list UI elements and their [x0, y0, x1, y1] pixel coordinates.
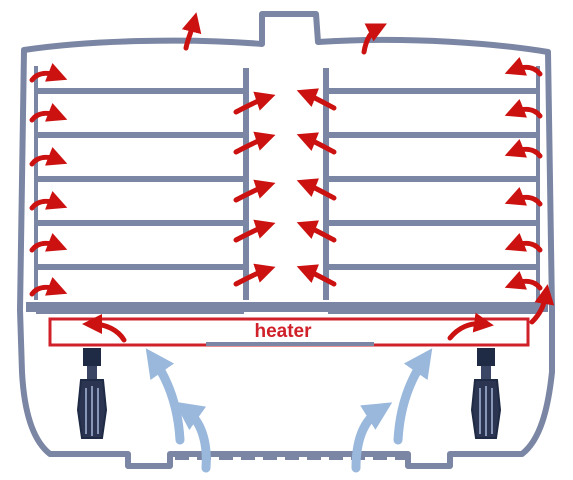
left-shelves [36, 88, 244, 314]
hot-air-arrow [233, 131, 276, 155]
fan-motor-icon [470, 348, 502, 439]
shelf-tray [328, 220, 538, 226]
hot-air-arrow [447, 312, 494, 341]
hot-air-arrow [296, 264, 337, 287]
intake-air-arrow [174, 401, 211, 473]
fan-motor-icon [76, 348, 108, 439]
shelf-tray [36, 132, 244, 138]
shelf-tray [36, 264, 244, 270]
hot-air-arrow [361, 23, 387, 55]
hot-air-arrow [233, 91, 276, 115]
hot-air-arrow [29, 277, 68, 297]
hot-air-arrow [529, 284, 555, 325]
hot-air-arrow [29, 147, 68, 167]
hot-air-arrows [29, 12, 555, 343]
intake-air-arrow [393, 348, 433, 445]
intake-air-arrow [351, 402, 393, 473]
shelf-tray [328, 88, 538, 94]
hot-air-arrow [504, 271, 543, 291]
right-shelves [328, 88, 538, 314]
shelf-tray [328, 132, 538, 138]
hot-air-arrow [296, 178, 337, 201]
hot-air-arrow [296, 220, 337, 243]
hot-air-arrow [504, 99, 543, 119]
hot-air-arrow [233, 219, 276, 243]
unit-body-outline [17, 11, 555, 469]
hot-air-arrow [504, 187, 543, 207]
shelf-tray [36, 88, 244, 94]
floor-plate [26, 302, 548, 312]
hot-air-arrow [504, 139, 543, 159]
intake-air-arrow [145, 348, 185, 445]
hot-air-arrow [504, 233, 543, 253]
hot-air-arrow [29, 63, 68, 83]
hot-air-arrow [296, 88, 337, 111]
hot-air-arrow [504, 57, 543, 77]
hot-air-arrow [82, 314, 127, 343]
hot-air-arrow [29, 103, 68, 123]
heater-label: heater [254, 321, 312, 342]
hot-air-arrow [29, 233, 68, 253]
hot-air-arrow [233, 263, 276, 287]
hot-air-arrow [29, 191, 68, 211]
hot-air-arrow [233, 179, 276, 203]
shelf-tray [36, 220, 244, 226]
shelf-tray [328, 176, 538, 182]
shelf-tray [328, 264, 538, 270]
heater-element [48, 317, 530, 347]
shelf-tray [36, 176, 244, 182]
hot-air-arrow [181, 12, 202, 51]
hot-air-arrow [296, 132, 337, 155]
